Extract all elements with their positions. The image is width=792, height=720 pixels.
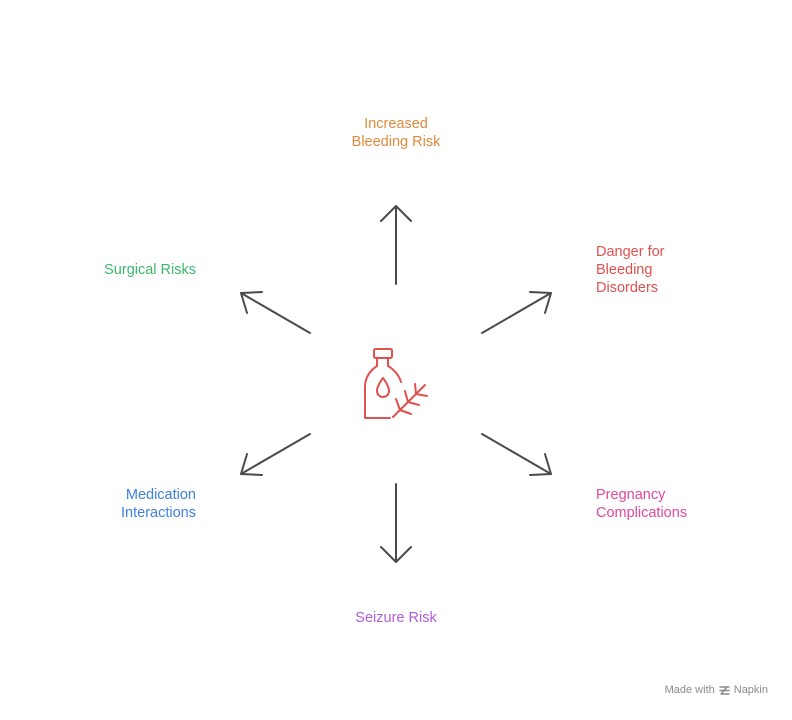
napkin-logo-icon [719,685,730,695]
arrow-up [380,205,412,285]
label-seizure-risk: Seizure Risk [355,610,437,626]
label-medication-interactions: Medication Interactions [121,487,196,521]
footer-attribution[interactable]: Made with Napkin [665,684,768,696]
medicine-bottle-with-herb-icon [364,348,428,419]
napkin-brand-text: Napkin [733,684,768,696]
label-pregnancy-complications: Pregnancy Complications [596,487,688,521]
label-surgical-risks: Surgical Risks [104,262,196,278]
label-increased-bleeding-risk: Increased Bleeding Risk [351,116,441,150]
arrow-upper-right [481,291,552,334]
arrow-lower-left [240,433,311,476]
arrow-lower-right [481,433,552,476]
arrow-down [380,483,412,563]
arrow-upper-left [240,291,311,334]
made-with-text: Made with [664,684,715,696]
arrows [240,205,552,563]
label-danger-for-bleeding-disorders: Danger for Bleeding Disorders [596,244,665,296]
